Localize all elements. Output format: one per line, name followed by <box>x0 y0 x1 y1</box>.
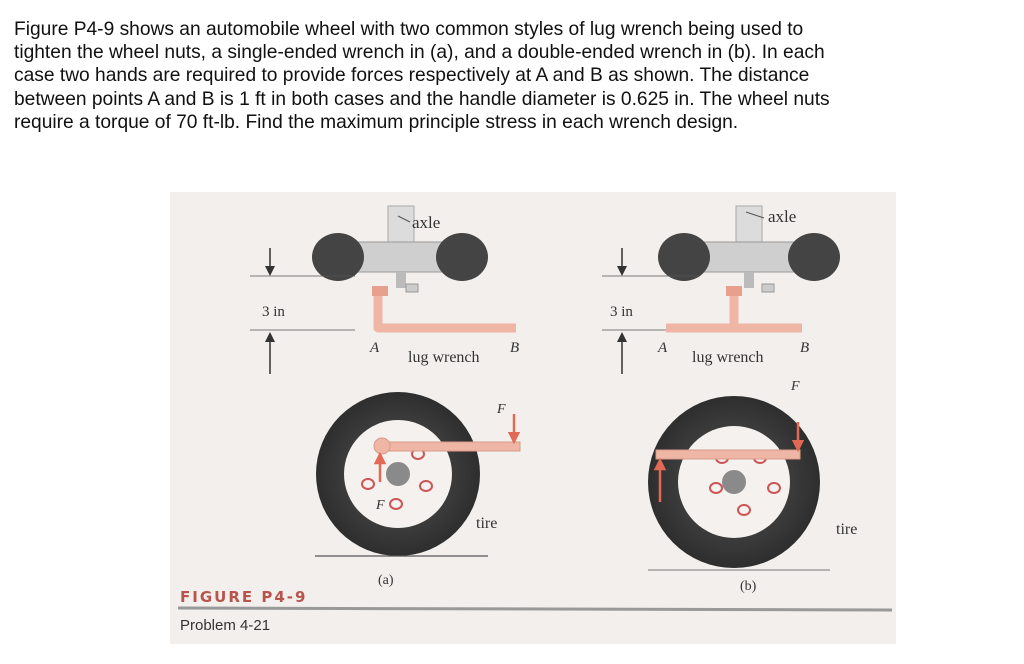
figure-caption-subtitle: Problem 4-21 <box>180 617 271 634</box>
dimension-label-a: 3 in <box>262 304 285 320</box>
force-label-bottom-b: F <box>653 503 663 518</box>
point-a-label-b: A <box>657 340 668 356</box>
lug-wrench-front-a <box>377 441 521 452</box>
point-b-label-a: B <box>510 340 519 356</box>
axle-label-b: axle <box>768 207 796 226</box>
lug-wrench-side-a <box>373 296 516 333</box>
figure-caption-title: FIGURE P4-9 <box>180 588 308 606</box>
sublabel-a: (a) <box>378 573 394 588</box>
force-label-top-b: F <box>790 379 800 394</box>
tire-label-a: tire <box>476 515 497 532</box>
dimension-3in-a <box>250 248 355 374</box>
problem-line: case two hands are required to provide f… <box>14 65 810 87</box>
panel-b: axle 3 in A B lug wrench <box>602 205 857 594</box>
force-label-top-a: F <box>496 402 506 417</box>
dimension-label-b: 3 in <box>610 304 633 320</box>
axle-assembly-a <box>312 205 488 296</box>
tire-label-b: tire <box>836 521 857 538</box>
problem-line: Figure P4-9 shows an automobile wheel wi… <box>14 19 804 40</box>
figure-photo: axle 3 in A B lug wrench <box>170 192 896 644</box>
point-a-label-a: A <box>369 340 380 356</box>
problem-line: require a torque of 70 ft-lb. Find the m… <box>14 111 739 133</box>
problem-statement: Figure P4-9 shows an automobile wheel wi… <box>14 18 1014 134</box>
lug-wrench-front-b <box>655 449 801 460</box>
sublabel-b: (b) <box>740 579 757 594</box>
wheel-front-a <box>316 392 480 556</box>
axle-assembly-b <box>658 205 840 296</box>
panel-a: axle 3 in A B lug wrench <box>250 205 521 588</box>
wheel-front-b <box>648 396 820 568</box>
lug-wrench-label-b: lug wrench <box>692 349 764 366</box>
force-label-bottom-a: F <box>375 498 385 513</box>
problem-line: between points A and B is 1 ft in both c… <box>14 88 830 110</box>
problem-line: tighten the wheel nuts, a single-ended w… <box>14 42 825 64</box>
lug-wrench-label-a: lug wrench <box>408 349 480 366</box>
axle-label-a: axle <box>412 213 440 232</box>
point-b-label-b: B <box>800 340 809 356</box>
figure-diagram: axle 3 in A B lug wrench <box>177 205 893 612</box>
caption-rule <box>177 606 893 612</box>
